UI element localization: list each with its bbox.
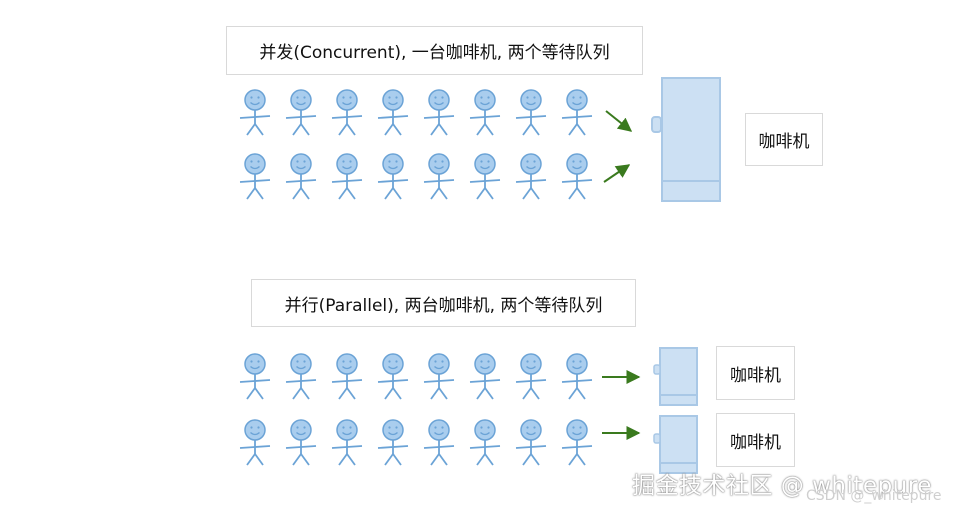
stick-figure-icon: [423, 153, 455, 200]
stick-figure-icon: [239, 353, 271, 400]
stick-figure-icon: [285, 153, 317, 200]
watermark-juejin: 掘金技术社区 @ whitepure: [632, 473, 932, 499]
stick-figure-icon: [377, 89, 409, 136]
stick-figure-icon: [469, 89, 501, 136]
stick-figure-icon: [423, 89, 455, 136]
stick-figure-icon: [561, 153, 593, 200]
stick-figure-icon: [331, 89, 363, 136]
stick-figure-icon: [239, 153, 271, 200]
concurrent-caption: 并发(Concurrent), 一台咖啡机, 两个等待队列: [226, 26, 643, 75]
stick-figure-icon: [469, 153, 501, 200]
stick-figure-icon: [515, 89, 547, 136]
concurrent-arrow-top: [605, 110, 633, 132]
stick-figure-icon: [239, 89, 271, 136]
stick-figure-icon: [561, 419, 593, 466]
concurrent-queue-2: [239, 153, 593, 200]
stick-figure-icon: [561, 89, 593, 136]
parallel-coffee-machine-icon-2: [653, 415, 698, 474]
parallel-coffee-machine-icon-1: [653, 347, 698, 406]
stick-figure-icon: [377, 353, 409, 400]
concurrent-queue-1: [239, 89, 593, 136]
stick-figure-icon: [515, 353, 547, 400]
stick-figure-icon: [331, 353, 363, 400]
stick-figure-icon: [331, 153, 363, 200]
parallel-machine-label-1: 咖啡机: [716, 346, 795, 400]
stick-figure-icon: [239, 419, 271, 466]
parallel-queue-1: [239, 353, 593, 400]
concurrent-coffee-machine-icon: [651, 77, 721, 202]
parallel-caption: 并行(Parallel), 两台咖啡机, 两个等待队列: [251, 279, 636, 327]
stick-figure-icon: [561, 353, 593, 400]
concurrent-arrow-bottom: [603, 164, 631, 183]
stick-figure-icon: [377, 153, 409, 200]
stick-figure-icon: [469, 353, 501, 400]
stick-figure-icon: [285, 419, 317, 466]
stick-figure-icon: [377, 419, 409, 466]
stick-figure-icon: [515, 419, 547, 466]
watermark-csdn: CSDN @_whitepure: [806, 488, 942, 504]
stick-figure-icon: [285, 353, 317, 400]
stick-figure-icon: [469, 419, 501, 466]
stick-figure-icon: [423, 353, 455, 400]
stick-figure-icon: [331, 419, 363, 466]
stick-figure-icon: [423, 419, 455, 466]
stick-figure-icon: [285, 89, 317, 136]
stick-figure-icon: [515, 153, 547, 200]
concurrent-machine-label: 咖啡机: [745, 113, 823, 166]
parallel-queue-2: [239, 419, 593, 466]
parallel-machine-label-2: 咖啡机: [716, 413, 795, 467]
